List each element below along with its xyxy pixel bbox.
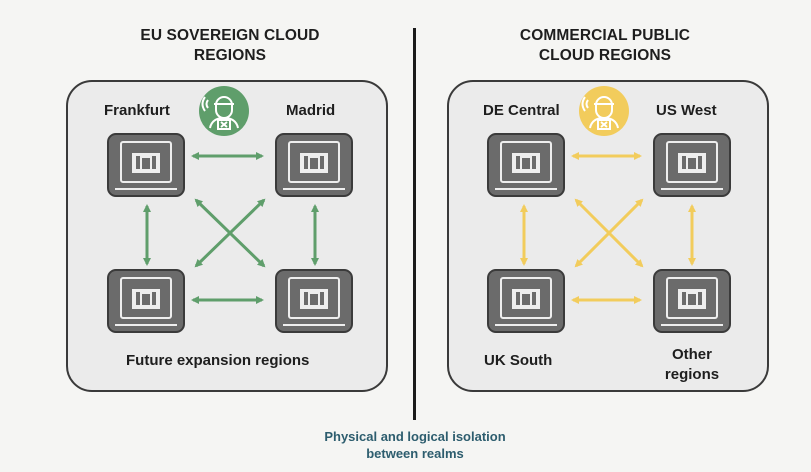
other-regions-line1: Other (671, 346, 712, 363)
future-expansion-label: Future expansion regions (126, 352, 310, 369)
eu-connection-arrows (143, 152, 319, 304)
region-label-frankfurt: Frankfurt (104, 102, 170, 119)
region-label-uk-south: UK South (484, 352, 553, 369)
commercial-title-line2: CLOUD REGIONS (538, 47, 672, 64)
commercial-title-line1: COMMERCIAL PUBLIC (519, 27, 691, 44)
commercial-connection-arrows (520, 152, 696, 304)
operator-icon (579, 86, 629, 136)
server-uk-south (487, 269, 565, 333)
commercial-public-title: COMMERCIAL PUBLIC CLOUD REGIONS (455, 26, 755, 66)
server-de-central (487, 133, 565, 197)
operator-icon (199, 86, 249, 136)
server-future-2 (275, 269, 353, 333)
region-label-de-central: DE Central (483, 102, 560, 119)
region-label-madrid: Madrid (286, 102, 336, 119)
eu-sovereign-title: EU SOVEREIGN CLOUD REGIONS (80, 26, 380, 66)
caption-line2: between realms (366, 446, 464, 461)
server-frankfurt (107, 133, 185, 197)
server-other-regions (653, 269, 731, 333)
caption-line1: Physical and logical isolation (324, 429, 506, 444)
isolation-caption: Physical and logical isolation between r… (250, 428, 580, 462)
region-label-us-west: US West (656, 102, 717, 119)
region-label-other-regions: Other regions (650, 345, 734, 385)
eu-title-line1: EU SOVEREIGN CLOUD (140, 27, 320, 44)
server-madrid (275, 133, 353, 197)
other-regions-line2: regions (664, 366, 720, 383)
eu-title-line2: REGIONS (193, 47, 267, 64)
server-us-west (653, 133, 731, 197)
realm-divider (413, 28, 416, 420)
server-future-1 (107, 269, 185, 333)
